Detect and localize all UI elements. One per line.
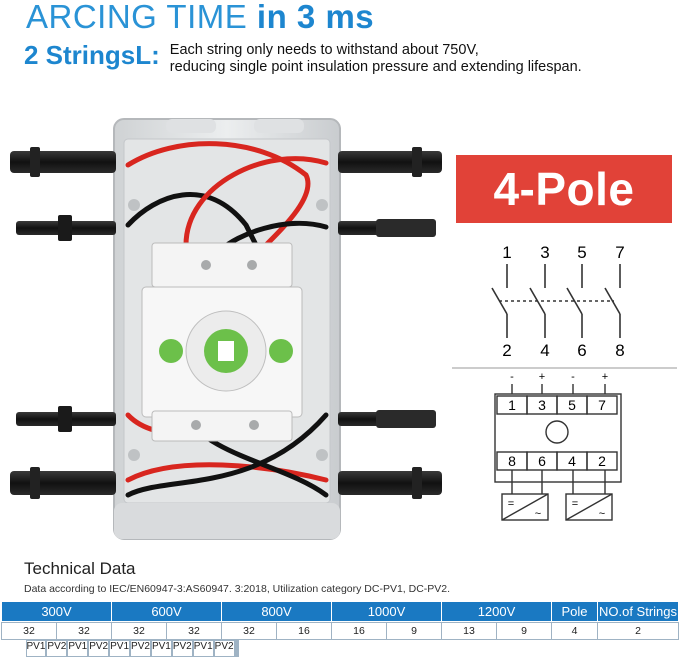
- table-cell: 13: [441, 622, 497, 640]
- polarity-mark: +: [602, 371, 608, 383]
- pv-subheader: PV2: [46, 639, 68, 657]
- terminal-label: 6: [538, 453, 546, 469]
- technical-data-title: Technical Data: [24, 559, 136, 578]
- bottom-number: 2: [502, 341, 511, 360]
- pv-subheader: PV1: [109, 639, 131, 657]
- polarity-mark: -: [510, 371, 514, 383]
- top-number: 1: [502, 243, 511, 262]
- terminal-label: 1: [508, 397, 516, 413]
- specification-table: 300V 600V 800V 1000V 1200V Pole NO.of St…: [1, 601, 679, 657]
- terminal-label: 7: [598, 397, 606, 413]
- voltage-header: 800V: [221, 601, 332, 622]
- table-cell: 16: [276, 622, 332, 640]
- voltage-header: 1200V: [441, 601, 552, 622]
- pole-header: Pole: [551, 601, 598, 622]
- table-cell: 9: [386, 622, 442, 640]
- switch-module: [141, 242, 303, 442]
- voltage-header: 1000V: [331, 601, 442, 622]
- empty-cell: [234, 639, 237, 657]
- strings-description: Each string only needs to withstand abou…: [170, 42, 582, 76]
- bottom-number: 8: [615, 341, 624, 360]
- terminal-label: 3: [538, 397, 546, 413]
- strings-desc-line2: reducing single point insulation pressur…: [169, 59, 582, 75]
- enclosure-bottom: [114, 503, 340, 539]
- table-cell: 16: [331, 622, 387, 640]
- voltage-header: 300V: [1, 601, 112, 622]
- top-number: 5: [577, 243, 586, 262]
- strings-value: 2: [597, 622, 679, 640]
- ac-symbol: ~: [535, 508, 541, 520]
- strings-label: 2 StringsL:: [24, 40, 160, 70]
- terminal-label: 4: [568, 453, 576, 469]
- table-subheader-row: PV1 PV2 PV1 PV2 PV1 PV2 PV1 PV2 PV1 PV2: [25, 639, 239, 657]
- bottom-number: 6: [577, 341, 586, 360]
- ac-symbol: ~: [599, 508, 605, 520]
- table-cell: 32: [166, 622, 222, 640]
- terminal-label: 5: [568, 397, 576, 413]
- polarity-mark: -: [571, 371, 575, 383]
- pv-subheader: PV1: [25, 639, 47, 657]
- table-cell: 32: [1, 622, 57, 640]
- pole-badge: 4-Pole: [456, 155, 672, 223]
- dc-symbol: =: [508, 498, 514, 510]
- pv-subheader: PV1: [192, 639, 214, 657]
- headline-arcing: ARCING TIME: [26, 0, 248, 35]
- polarity-mark: +: [539, 371, 545, 383]
- pv-subheader: PV2: [130, 639, 151, 657]
- bottom-number: 4: [540, 341, 549, 360]
- connectors-right: [338, 147, 442, 499]
- strings-header: NO.of Strings: [597, 601, 679, 622]
- terminal-label: 8: [508, 453, 516, 469]
- terminal-box: [494, 384, 622, 521]
- strings-desc-line1: Each string only needs to withstand abou…: [169, 42, 479, 58]
- dc-symbol: =: [572, 498, 578, 510]
- table-header-row: 300V 600V 800V 1000V 1200V Pole NO.of St…: [1, 601, 679, 622]
- table-value-row: 32 32 32 32 32 16 16 9 13 9 4 2: [1, 622, 679, 640]
- headline: ARCING TIME in 3 ms: [26, 0, 374, 36]
- top-number: 7: [615, 243, 624, 262]
- top-number: 3: [540, 243, 549, 262]
- switch-contacts: [491, 264, 621, 338]
- table-cell: 32: [56, 622, 112, 640]
- voltage-header: 600V: [111, 601, 222, 622]
- connectors-left: [10, 147, 116, 499]
- pv-subheader: PV2: [171, 639, 193, 657]
- pv-subheader: PV1: [67, 639, 89, 657]
- technical-data-note: Data according to IEC/EN60947-3:AS60947.…: [24, 583, 451, 595]
- pv-subheader: PV2: [88, 639, 110, 657]
- pv-subheader: PV2: [213, 639, 235, 657]
- pole-value: 4: [551, 622, 598, 640]
- table-cell: 9: [496, 622, 552, 640]
- wiring-diagram: 1 3 5 7 2 4 6 8 - + - +: [452, 243, 677, 521]
- terminal-label: 2: [598, 453, 606, 469]
- table-cell: 32: [111, 622, 167, 640]
- isolator-switch-photo: [10, 118, 442, 540]
- empty-cell: [236, 639, 239, 657]
- strings-info: 2 StringsL: Each string only needs to wi…: [24, 38, 582, 76]
- table-cell: 32: [221, 622, 277, 640]
- headline-time: in 3 ms: [256, 0, 375, 35]
- pv-subheader: PV1: [150, 639, 172, 657]
